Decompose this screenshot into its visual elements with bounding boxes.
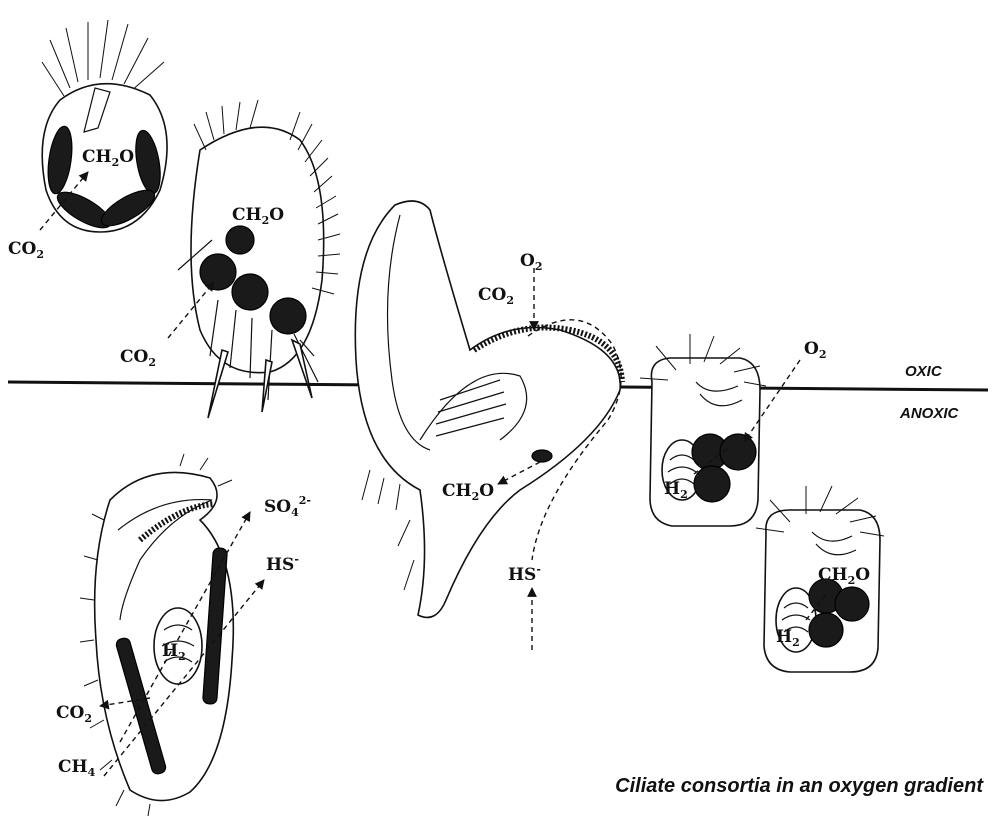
label-co2-3: CO2 bbox=[478, 285, 514, 307]
anoxic-label: ANOXIC bbox=[899, 405, 960, 422]
symbiont-sphere bbox=[200, 254, 236, 290]
label-hs: HS- bbox=[508, 563, 541, 585]
label-co2-2: CO2 bbox=[120, 347, 156, 369]
symbiont-sphere bbox=[226, 226, 254, 254]
ciliate-lower-left bbox=[80, 454, 233, 816]
label-co2: CO2 bbox=[8, 239, 44, 261]
ciliate-right-upper bbox=[640, 334, 766, 526]
label-hs-2: HS- bbox=[266, 553, 299, 575]
label-ch2o-3: CH2O bbox=[442, 481, 494, 503]
label-ch4: CH4 bbox=[58, 757, 96, 779]
label-ch2o-2: CH2O bbox=[232, 205, 284, 227]
methanogen bbox=[809, 613, 843, 647]
label-o2-2: O2 bbox=[804, 339, 826, 361]
methanogen bbox=[720, 434, 756, 470]
methanogen bbox=[694, 466, 730, 502]
label-o2: O2 bbox=[520, 251, 542, 273]
food-vacuole bbox=[532, 450, 552, 462]
symbiont-sphere bbox=[232, 274, 268, 310]
label-so4: SO42- bbox=[264, 494, 311, 519]
figure-caption: Ciliate consortia in an oxygen gradient bbox=[615, 775, 984, 797]
methanogen bbox=[835, 587, 869, 621]
label-ch2o-4: CH2O bbox=[818, 565, 870, 587]
label-ch2o: CH2O bbox=[82, 147, 134, 169]
oxic-label: OXIC bbox=[905, 363, 943, 380]
ciliate-top-left bbox=[42, 20, 167, 235]
ciliate-top-center bbox=[178, 100, 340, 418]
ciliate-center-large bbox=[355, 201, 622, 617]
symbiont-sphere bbox=[270, 298, 306, 334]
label-co2-4: CO2 bbox=[56, 703, 92, 725]
